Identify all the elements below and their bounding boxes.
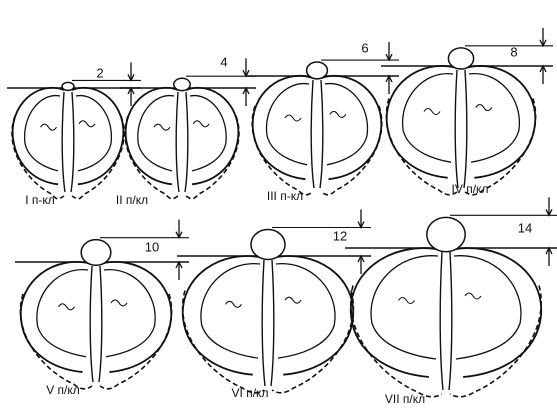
stem-right	[320, 80, 323, 188]
measurement-label: 2	[96, 66, 103, 81]
head-bulge	[427, 217, 465, 251]
dashed-left-envelope	[386, 99, 457, 195]
fold-wave-left	[41, 124, 57, 130]
stem-left	[440, 252, 443, 390]
dashed-right-envelope	[186, 116, 239, 199]
inner-right-lobe	[454, 256, 521, 359]
inner-right-lobe	[469, 74, 519, 163]
measurement-label: 14	[518, 221, 532, 236]
fold-wave-right	[476, 105, 492, 111]
fold-wave-left	[424, 109, 440, 115]
fold-wave-right	[193, 121, 209, 127]
fold-wave-right	[330, 111, 346, 117]
fold-wave-right	[79, 121, 95, 127]
dashed-right-envelope	[100, 294, 172, 389]
dashed-right-envelope	[321, 106, 382, 195]
dashed-right-envelope	[72, 116, 124, 199]
stem-right	[449, 252, 452, 390]
dashed-left-envelope	[252, 106, 313, 195]
fold-wave-right	[465, 293, 481, 299]
figure-caption: VI п/кл	[232, 386, 269, 400]
dashed-left-envelope	[20, 294, 92, 389]
measurement-label: 10	[145, 240, 159, 255]
inner-left-lobe	[25, 96, 60, 171]
stem-right	[71, 92, 74, 192]
head-bulge	[448, 48, 473, 69]
inner-right-lobe	[276, 264, 335, 358]
inner-right-lobe	[76, 96, 111, 171]
fold-wave-left	[399, 298, 415, 304]
figure-caption: I п-кл	[25, 193, 55, 207]
fold-wave-left	[226, 301, 242, 307]
head-bulge	[62, 82, 74, 90]
fold-figure	[15, 220, 189, 389]
stem-right	[99, 266, 102, 382]
measurement-label: 6	[361, 41, 368, 56]
dashed-right-envelope	[272, 291, 353, 393]
measurement-label: 8	[510, 45, 517, 60]
inner-left-lobe	[403, 74, 453, 163]
dashed-right-envelope	[465, 99, 536, 195]
fold-wave-right	[285, 297, 301, 303]
stem-right	[185, 92, 188, 192]
fold-figure	[247, 42, 399, 195]
stem-left	[62, 92, 65, 192]
figure-caption: II п/кл	[116, 193, 148, 207]
inner-left-lobe	[201, 264, 260, 358]
measurement-label: 12	[333, 229, 347, 244]
inner-left-lobe	[138, 96, 174, 171]
stem-right	[271, 260, 274, 386]
head-bulge	[81, 240, 111, 266]
dashed-left-envelope	[125, 116, 178, 199]
inner-right-lobe	[325, 84, 367, 165]
inner-left-lobe	[37, 270, 88, 357]
figure-caption: V п/кл	[46, 383, 80, 397]
inner-right-lobe	[190, 96, 226, 171]
dashed-left-envelope	[351, 286, 442, 397]
fold-figure	[381, 28, 553, 195]
figure-caption: VII п/кл	[385, 392, 425, 406]
figure-caption: III п-кл	[267, 189, 303, 203]
fold-wave-left	[59, 304, 75, 310]
figure-caption: IV п/кл	[452, 182, 489, 196]
measurement-label: 4	[220, 55, 227, 70]
head-bulge	[251, 230, 285, 260]
head-bulge	[174, 78, 190, 90]
fold-wave-left	[154, 124, 170, 130]
stem-left	[455, 70, 458, 188]
fold-wave-right	[111, 300, 127, 306]
head-bulge	[307, 62, 328, 79]
stem-left	[90, 266, 93, 382]
inner-right-lobe	[104, 270, 155, 357]
fold-figure	[7, 62, 141, 198]
stem-left	[176, 92, 179, 192]
stem-left	[262, 260, 265, 386]
stem-right	[464, 70, 467, 188]
fold-wave-left	[285, 115, 301, 121]
dashed-right-envelope	[450, 286, 541, 397]
fold-figure	[120, 58, 256, 199]
stem-left	[311, 80, 314, 188]
inner-left-lobe	[371, 256, 438, 359]
dashed-left-envelope	[183, 291, 264, 393]
inner-left-lobe	[267, 84, 309, 165]
